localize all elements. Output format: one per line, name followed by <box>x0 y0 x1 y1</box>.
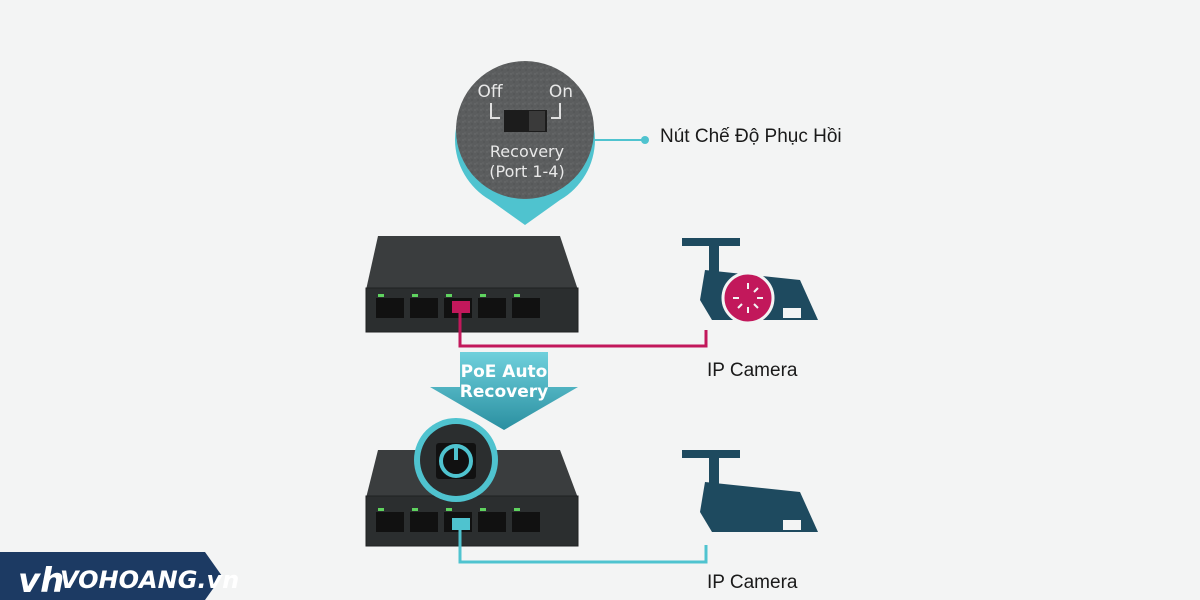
ip-camera-top-icon <box>682 238 818 325</box>
teal-port-highlight <box>452 518 470 530</box>
port-led <box>480 508 486 511</box>
vohoang-logo: vh VOHOANG.vn <box>0 552 239 600</box>
switch-on-label: On <box>549 82 573 102</box>
logo-mark-icon: vh <box>18 561 64 600</box>
power-cycle-bubble <box>414 418 498 502</box>
off-bracket <box>490 103 500 119</box>
ip-camera-label-bottom: IP Camera <box>707 572 798 593</box>
ethernet-port <box>376 512 404 532</box>
port-led <box>514 294 520 297</box>
port-led <box>480 294 486 297</box>
recovery-switch-knob <box>529 111 545 131</box>
port-led <box>514 508 520 511</box>
port-led <box>412 294 418 297</box>
arrow-label-2: Recovery <box>460 382 548 402</box>
ip-camera-bottom-icon <box>682 450 818 532</box>
ethernet-port <box>478 298 506 318</box>
teal-cable <box>458 528 708 564</box>
recovery-mode-callout-label: Nút Chế Độ Phục Hồi <box>660 126 842 147</box>
poe-auto-recovery-arrow: PoE Auto Recovery <box>430 352 578 430</box>
port-led <box>446 508 452 511</box>
ethernet-port <box>512 512 540 532</box>
magenta-cable <box>458 311 708 348</box>
loading-spinner-icon <box>733 283 763 313</box>
port-led <box>412 508 418 511</box>
arrow-label-1: PoE Auto <box>461 362 548 382</box>
ethernet-port <box>478 512 506 532</box>
poe-switch-top <box>365 236 579 333</box>
magenta-port-highlight <box>452 301 470 313</box>
recovery-label-1: Recovery <box>490 142 564 161</box>
port-led <box>446 294 452 297</box>
recovery-label-2: (Port 1-4) <box>489 162 564 181</box>
ethernet-port <box>376 298 404 318</box>
switch-off-label: Off <box>477 82 503 102</box>
port-led <box>378 294 384 297</box>
ethernet-port <box>410 512 438 532</box>
ethernet-port <box>512 298 540 318</box>
callout-dot <box>641 136 649 144</box>
zoom-callout: Off On Recovery (Port 1-4) <box>455 61 595 225</box>
ethernet-port <box>410 298 438 318</box>
logo-text: VOHOANG.vn <box>60 566 239 594</box>
port-led <box>378 508 384 511</box>
ip-camera-label-top: IP Camera <box>707 360 798 381</box>
on-bracket <box>551 103 561 119</box>
